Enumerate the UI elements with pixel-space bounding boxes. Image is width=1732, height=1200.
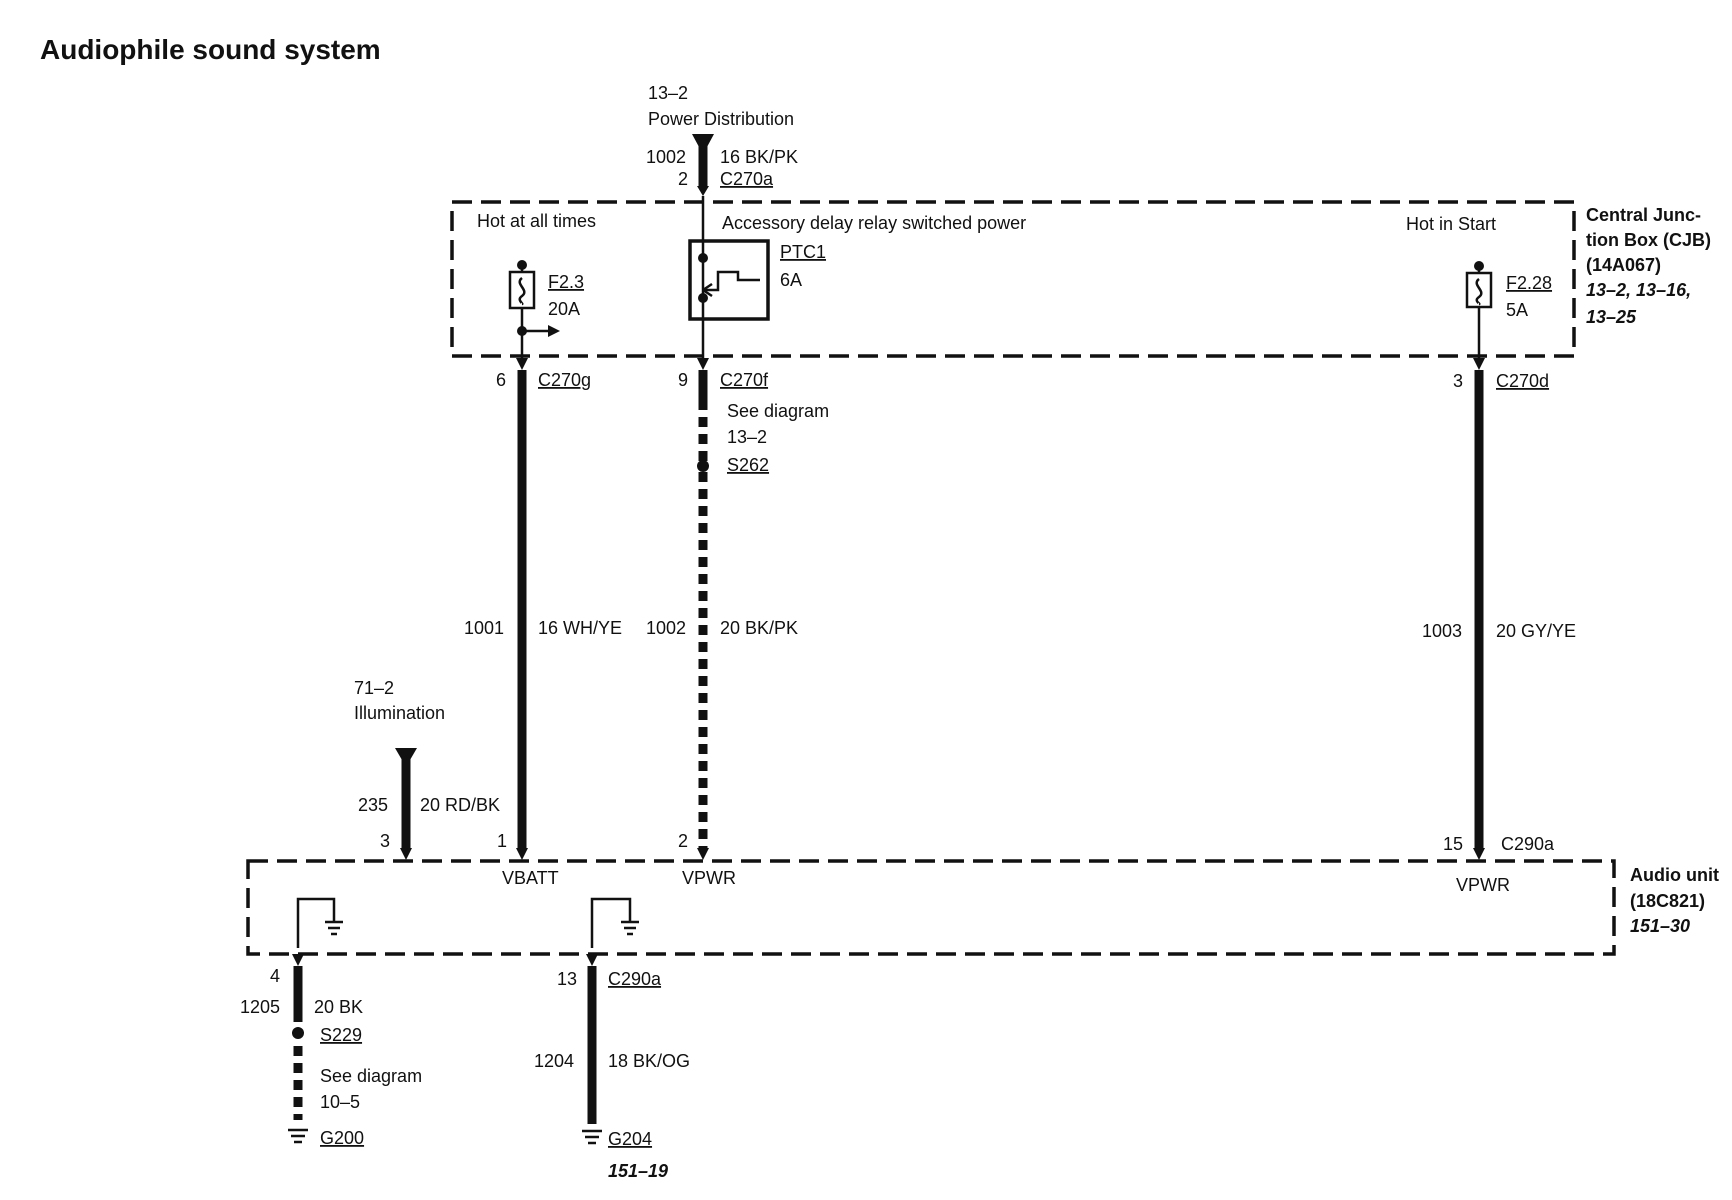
feed-1001: 6 C270g 1001 16 WH/YE: [464, 370, 622, 848]
splice-dot-icon: [292, 1027, 304, 1039]
cjb-part: (14A067): [1586, 255, 1661, 275]
feed3-pin: 3: [1453, 371, 1463, 391]
ground1-see: See diagram: [320, 1066, 422, 1086]
audio-unit-part: (18C821): [1630, 891, 1705, 911]
ground-circuit-1204: 13 C290a 1204 18 BK/OG G204 151–19: [534, 966, 690, 1181]
connector-pin-icon: [697, 848, 709, 860]
cjb-acc-delay: Accessory delay relay switched power: [722, 213, 1026, 233]
feed2-circuit: 1002: [646, 618, 686, 638]
feed3-connector: C270d: [1496, 371, 1549, 391]
feed2-see-ref: 13–2: [727, 427, 767, 447]
power-source-circuit: 1002: [646, 147, 686, 167]
ptc-switch-icon: [703, 270, 760, 292]
splice-dot-icon: [697, 460, 709, 472]
connector-pin-icon: [400, 848, 412, 860]
ground2-wire: 18 BK/OG: [608, 1051, 690, 1071]
connector-pin-icon: [516, 358, 528, 370]
arrow-right-icon: [548, 325, 560, 337]
ptc-rating: 6A: [780, 270, 802, 290]
connector-pin-icon: [586, 954, 598, 966]
connector-pin-icon: [516, 848, 528, 860]
cjb-name-line2: tion Box (CJB): [1586, 230, 1711, 250]
illumination-feed: 71–2 Illumination 235 20 RD/BK: [354, 678, 500, 848]
power-source-page: 13–2: [648, 83, 688, 103]
power-source-pin: 2: [678, 169, 688, 189]
audio-unit: 3 1 VBATT 2 VPWR 15 C290a VPWR Audio uni…: [246, 831, 1719, 956]
internal-ground-path: [590, 897, 632, 948]
feed1-circuit: 1001: [464, 618, 504, 638]
power-source-connector: C270a: [720, 169, 774, 189]
power-source-wire: 16 BK/PK: [720, 147, 798, 167]
ptc-name: PTC1: [780, 242, 826, 262]
fuse1-rating: 20A: [548, 299, 580, 319]
cjb-refs-line2: 13–25: [1586, 307, 1637, 327]
audio-label-vpwr: VPWR: [682, 868, 736, 888]
audio-connector: C290a: [1501, 834, 1555, 854]
cjb-hot-all-times: Hot at all times: [477, 211, 596, 231]
connector-pin-icon: [1473, 848, 1485, 860]
audio-pin-vpwr2: 15: [1443, 834, 1463, 854]
feed3-circuit: 1003: [1422, 621, 1462, 641]
ground1-circuit: 1205: [240, 997, 280, 1017]
audio-label-vpwr2: VPWR: [1456, 875, 1510, 895]
ground2-ref: 151–19: [608, 1161, 668, 1181]
feed2-wire: 20 BK/PK: [720, 618, 798, 638]
illumination-wire: 20 RD/BK: [420, 795, 500, 815]
audio-unit-boundary: [246, 859, 1616, 956]
illumination-label: Illumination: [354, 703, 445, 723]
connector-pin-icon: [292, 954, 304, 966]
cjb-boundary: [450, 200, 1576, 358]
cjb-hot-start: Hot in Start: [1406, 214, 1496, 234]
ground2-circuit: 1204: [534, 1051, 574, 1071]
ground2-ground: G204: [608, 1129, 652, 1149]
source-arrow-icon: [395, 748, 417, 760]
connector-pin-icon: [697, 186, 709, 196]
internal-ground-path: [296, 897, 336, 948]
connector-pin-icon: [1473, 358, 1485, 370]
fuse2-name: F2.28: [1506, 273, 1552, 293]
fuse2-rating: 5A: [1506, 300, 1528, 320]
connector-pin-icon: [697, 358, 709, 370]
feed2-splice: S262: [727, 455, 769, 475]
ptc-icon: [688, 239, 770, 321]
feed1-connector: C270g: [538, 370, 591, 390]
audio-pin-vpwr: 2: [678, 831, 688, 851]
feed2-connector: C270f: [720, 370, 769, 390]
feed2-see: See diagram: [727, 401, 829, 421]
ground1-ground: G200: [320, 1128, 364, 1148]
ground1-pin: 4: [270, 966, 280, 986]
feed-1002: 9 C270f See diagram 13–2 S262 1002 20 BK…: [646, 370, 829, 848]
illumination-page: 71–2: [354, 678, 394, 698]
ground1-splice: S229: [320, 1025, 362, 1045]
audio-unit-ref: 151–30: [1630, 916, 1690, 936]
illumination-circuit: 235: [358, 795, 388, 815]
audio-unit-name: Audio unit: [1630, 865, 1719, 885]
audio-pin-vbatt: 1: [497, 831, 507, 851]
audio-pin-illum: 3: [380, 831, 390, 851]
feed1-pin: 6: [496, 370, 506, 390]
feed2-pin: 9: [678, 370, 688, 390]
audio-label-vbatt: VBATT: [502, 868, 559, 888]
source-arrow-icon: [692, 134, 714, 147]
ground2-connector: C290a: [608, 969, 662, 989]
ground1-wire: 20 BK: [314, 997, 363, 1017]
feed1-wire: 16 WH/YE: [538, 618, 622, 638]
fuse1-name: F2.3: [548, 272, 584, 292]
central-junction-box: Hot at all times Accessory delay relay s…: [450, 200, 1711, 358]
cjb-refs-line1: 13–2, 13–16,: [1586, 280, 1691, 300]
cjb-name-line1: Central Junc-: [1586, 205, 1701, 225]
diagram-title: Audiophile sound system: [40, 34, 381, 65]
feed-1003: 3 C270d 1003 20 GY/YE: [1422, 370, 1576, 848]
power-source-label: Power Distribution: [648, 109, 794, 129]
ground-circuit-1205: 4 1205 20 BK S229 See diagram 10–5 G200: [240, 966, 422, 1148]
feed3-wire: 20 GY/YE: [1496, 621, 1576, 641]
ground2-pin: 13: [557, 969, 577, 989]
ground1-see-ref: 10–5: [320, 1092, 360, 1112]
